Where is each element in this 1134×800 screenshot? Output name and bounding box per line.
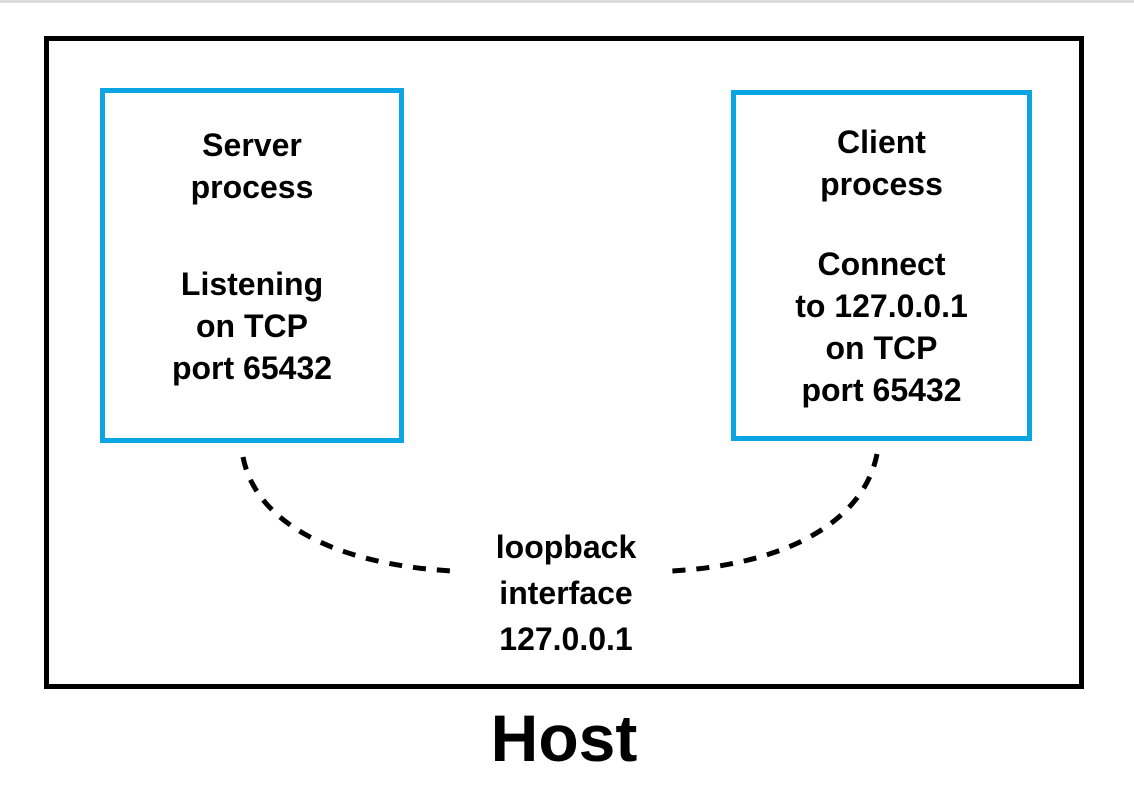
client-process-title: Client process — [820, 124, 943, 202]
host-label: Host — [490, 701, 638, 775]
client-process-detail: Connect to 127.0.0.1 on TCP port 65432 — [795, 246, 968, 408]
top-divider — [0, 0, 1134, 3]
client-process-box: Client process Connect to 127.0.0.1 on T… — [731, 90, 1032, 441]
server-process-title: Server process — [190, 127, 314, 205]
loopback-interface-label: loopback interface 127.0.0.1 — [495, 529, 637, 657]
server-process-detail: Listening on TCP port 65432 — [171, 266, 333, 386]
server-process-box: Server process Listening on TCP port 654… — [100, 88, 404, 443]
